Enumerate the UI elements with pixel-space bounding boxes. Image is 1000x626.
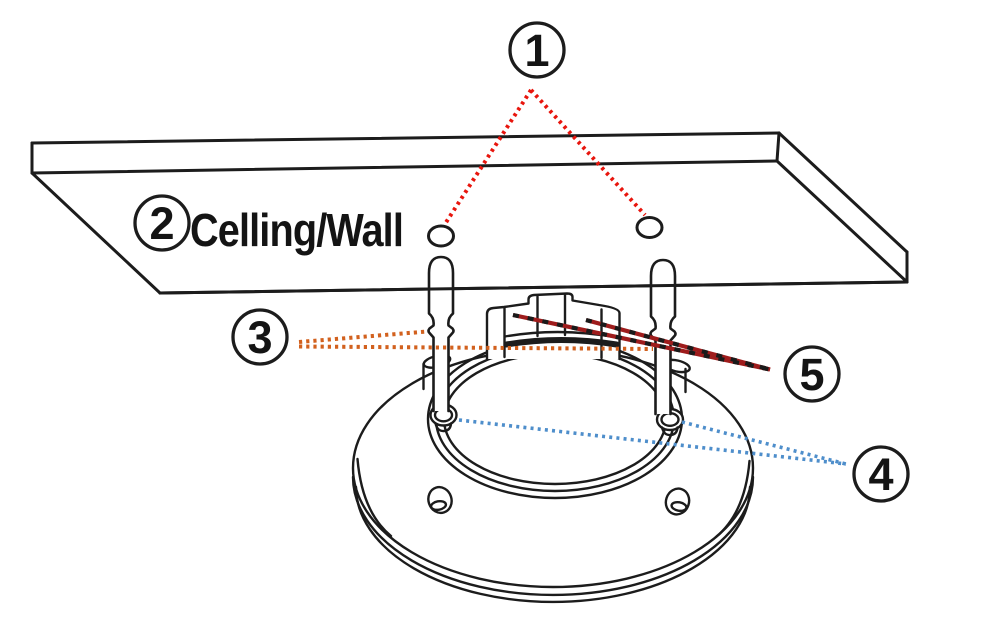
- panel-right-diagonal-1: [777, 131, 909, 254]
- callout-5-number: 5: [799, 349, 824, 400]
- callout3-leader-lower: [298, 344, 654, 351]
- keyhole-left-tail: [434, 422, 453, 433]
- rim-oval-right-outer: [664, 487, 691, 516]
- panel-right-top-edge: [775, 131, 781, 163]
- bracket-rim-thickness-2: [354, 485, 752, 604]
- panel-top-front-edge: [30, 159, 779, 175]
- panel-top-back-edge: [30, 131, 781, 145]
- callout-badges: 1 2 3 4 5: [133, 21, 910, 503]
- bracket-rim-inner-line-left: [356, 457, 393, 538]
- rim-oval-right-inner: [670, 500, 688, 513]
- callout1-leader-right: [529, 88, 647, 217]
- callout-2-number: 2: [149, 198, 174, 249]
- rim-oval-left-outer: [427, 485, 453, 515]
- callout-1: 1: [508, 21, 566, 79]
- callout5-leader-lower-dash: [585, 317, 771, 372]
- bracket-inner-ring-middle: [434, 345, 676, 493]
- bracket-outer-rim: [351, 347, 755, 589]
- callout4-leader-from-right-keyhole: [681, 420, 847, 466]
- panel-left-diagonal: [30, 171, 162, 295]
- panel-screw-hole-right: [635, 216, 664, 239]
- rim-oval-left-inner: [429, 499, 448, 512]
- callout1-leader-left: [443, 88, 533, 226]
- callout-4-circle: [852, 445, 910, 503]
- callout-4: 4: [852, 445, 910, 503]
- anchor-screws: [427, 255, 677, 416]
- callout-1-number: 1: [524, 25, 549, 76]
- mounting-bracket: [351, 292, 755, 604]
- lock-tab-rail: [485, 292, 621, 361]
- bracket-inner-ring-outer: [426, 338, 684, 500]
- callout5-leader-dash-overlay: [512, 312, 771, 372]
- bracket-inner-ring-inner: [442, 352, 668, 486]
- panel-bottom-edge-overlay: [158, 280, 909, 295]
- rail-slot-shadow: [503, 337, 620, 348]
- callout-5-circle: [783, 345, 841, 403]
- callout-1-circle: [508, 21, 566, 79]
- callout-2: 2: [133, 194, 191, 252]
- panel-screw-hole-left: [427, 224, 455, 248]
- keyhole-right-tail: [660, 426, 679, 437]
- callout4-leader-from-left-keyhole: [458, 418, 847, 466]
- callout-5: 5: [783, 345, 841, 403]
- panel-right-diagonal-2: [775, 159, 909, 284]
- callout3-leader-lines: [298, 329, 654, 351]
- callout3-leader-upper: [298, 329, 428, 344]
- bracket-rim-thickness-1: [351, 475, 755, 597]
- rim-oval-hole-right: [664, 487, 691, 516]
- panel-label: Celling/Wall: [190, 204, 403, 256]
- callout5-leader-upper: [512, 312, 771, 372]
- callout1-leader-lines: [443, 88, 647, 226]
- callout-3-circle: [231, 308, 289, 366]
- callout-3-number: 3: [247, 312, 272, 363]
- callout4-leader-lines: [458, 418, 847, 466]
- anchor-screw-right: [649, 258, 677, 416]
- callout-2-circle: [133, 194, 191, 252]
- anchor-screw-left: [427, 255, 455, 413]
- bracket-rim-inner-line-right: [714, 459, 751, 539]
- rim-oval-hole-left: [427, 485, 453, 515]
- callout-4-number: 4: [868, 449, 893, 500]
- callout-3: 3: [231, 308, 289, 366]
